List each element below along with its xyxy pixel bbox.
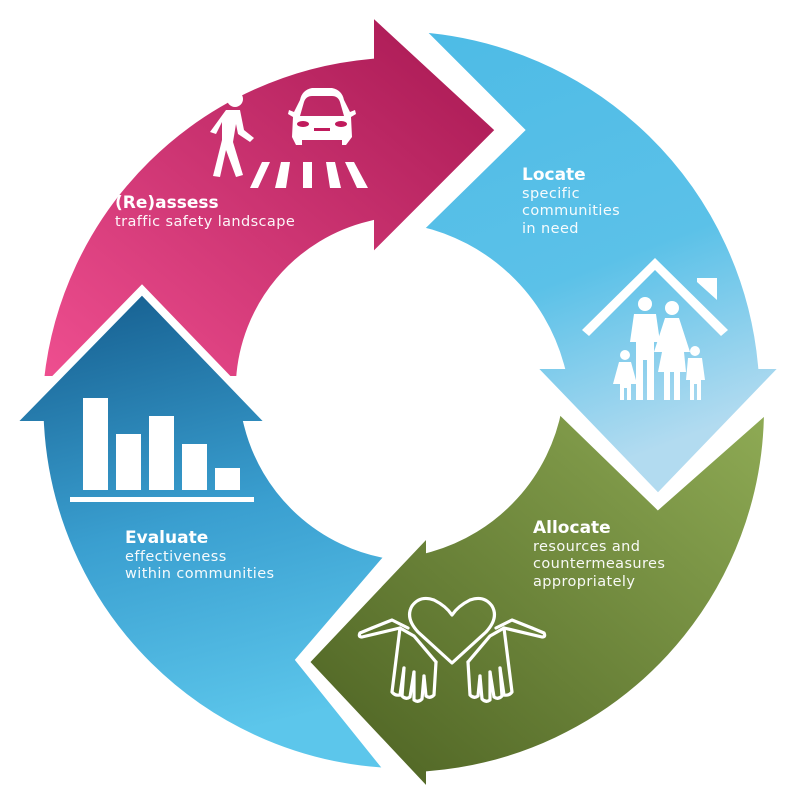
locate-description-line-2: communities — [522, 203, 621, 220]
family-house-icon — [582, 258, 728, 400]
allocate-description-line-3: appropriately — [533, 574, 636, 591]
locate-title: Locate — [522, 165, 586, 185]
locate-label: Locate specific communities in need — [522, 165, 620, 239]
locate-description-line-1: specific — [522, 185, 580, 202]
reassess-segment — [35, 0, 506, 384]
evaluate-label: Evaluate effectiveness within communitie… — [125, 528, 274, 584]
evaluate-description-line-2: within communities — [125, 566, 275, 583]
locate-description-line-3: in need — [522, 221, 579, 238]
allocate-segment — [299, 399, 773, 796]
pedestrian-car-crosswalk-icon — [210, 88, 368, 188]
reassess-title: (Re)assess — [115, 193, 219, 213]
allocate-description-line-1: resources and — [533, 538, 641, 555]
hands-heart-icon — [357, 596, 547, 703]
evaluate-description-line-1: effectiveness — [125, 548, 227, 565]
allocate-title: Allocate — [533, 518, 611, 538]
reassess-label: (Re)assess traffic safety landscape — [115, 193, 295, 231]
allocate-description-line-2: countermeasures — [533, 556, 666, 573]
locate-segment — [407, 23, 796, 504]
allocate-label: Allocate resources and countermeasures a… — [533, 518, 665, 592]
reassess-description: traffic safety landscape — [115, 213, 296, 230]
evaluate-title: Evaluate — [125, 528, 209, 548]
bar-chart-icon — [70, 398, 254, 502]
